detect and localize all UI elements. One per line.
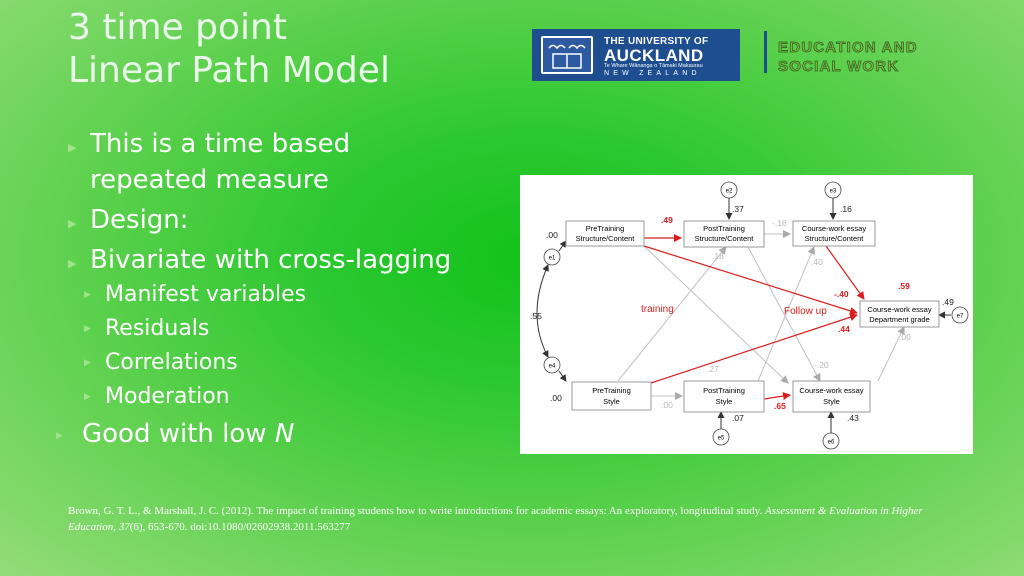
path-pretrain-content-to-grade xyxy=(643,245,858,315)
node-posttraining-content: PostTraining Structure/Content xyxy=(683,220,765,248)
coef-precontent-poststyle: .27 xyxy=(707,364,719,374)
svg-text:Style: Style xyxy=(823,397,840,406)
residual-e4: e4 xyxy=(543,356,561,374)
svg-text:Course-work essay: Course-work essay xyxy=(799,386,863,395)
path-cw-content-to-grade xyxy=(825,245,865,300)
coef-r-cw-content: .16 xyxy=(840,204,852,214)
residual-e7: e7 xyxy=(951,306,969,324)
svg-text:Structure/Content: Structure/Content xyxy=(805,234,865,243)
coef-r-cw-style: .43 xyxy=(847,413,859,423)
residual-e6: e6 xyxy=(822,432,840,450)
coef-cwstyle-grade: .00 xyxy=(899,332,911,342)
path-pretrain-style-to-posttrain-content xyxy=(617,246,727,382)
coef-r-grade: .49 xyxy=(942,297,954,307)
sub-bullet-item: ▶Correlations xyxy=(60,346,451,380)
bullet-item: ▶ Bivariate with cross-lagging xyxy=(60,242,451,278)
path-pretrain-style-to-grade xyxy=(650,313,858,384)
coef-post-cw-content: -.16 xyxy=(772,218,787,228)
coef-precontent-grade: -.40 xyxy=(834,289,849,299)
logo-line-2: AUCKLAND xyxy=(604,46,704,65)
bullet-item: ▶ Design: xyxy=(60,202,451,238)
title-line-1: 3 time point xyxy=(68,7,287,48)
logo-divider xyxy=(764,31,767,73)
coef-postcontent-cwstyle: -.20 xyxy=(814,360,829,370)
department-line-1: EDUCATION AND xyxy=(778,39,918,57)
svg-text:e2: e2 xyxy=(726,189,733,195)
logo-line-1: THE UNIVERSITY OF xyxy=(604,36,709,47)
department-line-2: SOCIAL WORK xyxy=(778,58,900,76)
residual-e2: e2 xyxy=(720,181,738,199)
svg-text:e3: e3 xyxy=(830,189,837,195)
coef-r-posttrain-content: .37 xyxy=(732,204,744,214)
svg-text:e7: e7 xyxy=(957,314,964,320)
svg-text:Department grade: Department grade xyxy=(869,315,929,324)
title-line-2: Linear Path Model xyxy=(68,50,390,91)
department-name: EDUCATION AND SOCIAL WORK xyxy=(778,38,918,76)
coef-r-pretrain-content: .00 xyxy=(546,230,558,240)
bullet-arrow-icon: ▶ xyxy=(84,392,91,402)
citation: Brown, G. T. L., & Marshall, J. C. (2012… xyxy=(68,505,923,533)
svg-text:Course-work essay: Course-work essay xyxy=(802,224,866,233)
svg-text:Style: Style xyxy=(716,397,733,406)
bullet-arrow-icon: ▶ xyxy=(68,141,77,154)
sub-bullet-item: ▶Moderation xyxy=(60,380,451,414)
path-posttrain-content-to-cw-style xyxy=(747,246,821,382)
logo-line-3: Te Whare Wānanga o Tāmaki Makaurau xyxy=(604,63,703,69)
university-crest-icon xyxy=(541,36,593,74)
svg-text:PostTraining: PostTraining xyxy=(703,386,745,395)
residual-e5: e5 xyxy=(712,428,730,446)
node-coursework-content: Course-work essay Structure/Content xyxy=(792,220,876,247)
node-coursework-style: Course-work essay Style xyxy=(792,380,871,413)
coef-post-cw-style: .65 xyxy=(774,401,786,411)
svg-text:Structure/Content: Structure/Content xyxy=(695,234,755,243)
bullet-item: ▶ Good with low N xyxy=(56,416,451,452)
svg-text:e6: e6 xyxy=(828,440,835,446)
coef-pre-post-style: .00 xyxy=(661,400,673,410)
path-model-diagram: e2 e3 e1 e4 e5 e6 e7 PreTraining Structu… xyxy=(520,175,973,454)
path-posttrain-style-to-cw-content xyxy=(757,246,815,382)
coef-prestyle-postcontent: .18 xyxy=(712,251,724,261)
bullet-arrow-icon: ▶ xyxy=(68,257,77,270)
svg-text:Structure/Content: Structure/Content xyxy=(576,234,636,243)
coef-poststyle-cwcontent: .40 xyxy=(811,257,823,267)
svg-text:PreTraining: PreTraining xyxy=(592,386,631,395)
coef-pre-post-content: .49 xyxy=(661,215,673,225)
coef-cov-e1-e4: .55 xyxy=(530,311,542,321)
bullet-arrow-icon: ▶ xyxy=(84,324,91,334)
node-coursework-grade: Course-work essay Department grade xyxy=(859,300,940,328)
coef-cwcontent-grade: .59 xyxy=(898,281,910,291)
bullet-arrow-icon: ▶ xyxy=(56,431,63,441)
sub-bullet-item: ▶Manifest variables xyxy=(60,278,451,312)
bullet-arrow-icon: ▶ xyxy=(84,358,91,368)
residual-e1: e1 xyxy=(543,248,561,266)
svg-text:e5: e5 xyxy=(718,436,725,442)
node-pretraining-style: PreTraining Style xyxy=(571,381,652,411)
path-pretrain-content-to-cw-style xyxy=(643,245,789,384)
svg-text:PostTraining: PostTraining xyxy=(703,224,745,233)
svg-text:e4: e4 xyxy=(549,364,556,370)
label-follow-up: Follow up xyxy=(784,306,827,317)
bullet-arrow-icon: ▶ xyxy=(68,217,77,230)
node-posttraining-style: PostTraining Style xyxy=(683,380,765,413)
coef-r-posttrain-style: .07 xyxy=(732,413,744,423)
label-training: training xyxy=(641,304,674,315)
coef-r-pretrain-style: .00 xyxy=(550,393,562,403)
node-pretraining-content: PreTraining Structure/Content xyxy=(565,220,645,247)
sub-bullet-item: ▶Residuals xyxy=(60,312,451,346)
bullet-list: ▶ This is a time based repeated measure … xyxy=(56,126,451,452)
bullet-arrow-icon: ▶ xyxy=(84,290,91,300)
logo-line-4: NEW ZEALAND xyxy=(604,70,701,77)
svg-text:Style: Style xyxy=(603,397,620,406)
bullet-item: ▶ This is a time based repeated measure xyxy=(68,129,351,195)
coef-prestyle-grade: .44 xyxy=(838,324,850,334)
slide-title: 3 time point Linear Path Model xyxy=(68,6,390,92)
residual-e3: e3 xyxy=(824,181,842,199)
svg-text:PreTraining: PreTraining xyxy=(586,224,625,233)
svg-text:e1: e1 xyxy=(549,256,556,262)
covariance-e1-e4 xyxy=(536,264,549,358)
svg-text:Course-work essay: Course-work essay xyxy=(867,305,931,314)
path-cw-style-to-grade xyxy=(877,326,905,382)
university-logo: THE UNIVERSITY OF AUCKLAND Te Whare Wāna… xyxy=(532,29,740,81)
path-posttrain-to-cw-style xyxy=(763,392,791,401)
